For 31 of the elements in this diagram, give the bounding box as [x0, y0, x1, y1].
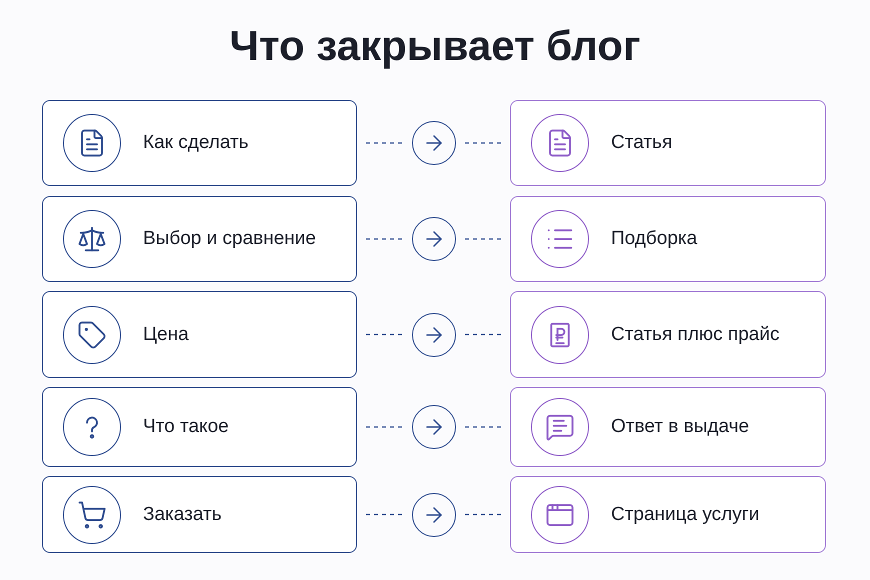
- dashed-connector: [465, 426, 501, 428]
- card-label: Страница услуги: [611, 502, 760, 526]
- query-card: [42, 476, 357, 553]
- dashed-connector: [366, 514, 403, 516]
- dashed-connector: [465, 238, 501, 240]
- format-card: [510, 100, 826, 186]
- dashed-connector: [366, 238, 403, 240]
- dashed-connector: [465, 334, 501, 336]
- format-card: [510, 387, 826, 467]
- card-label: Ответ в выдаче: [611, 415, 750, 439]
- card-label: Подборка: [611, 227, 698, 251]
- dashed-connector: [366, 426, 403, 428]
- card-label: Статья плюс прайс: [611, 322, 780, 346]
- dashed-connector: [366, 142, 403, 144]
- format-card: [510, 291, 826, 378]
- dashed-connector: [366, 334, 403, 336]
- card-label: Как сделать: [143, 131, 249, 155]
- query-card: [42, 100, 357, 186]
- card-label: Статья: [611, 131, 672, 155]
- dashed-connector: [465, 514, 501, 516]
- query-card: [42, 291, 357, 378]
- card-label: Цена: [143, 322, 189, 346]
- query-card: [42, 387, 357, 467]
- card-label: Выбор и сравнение: [143, 227, 316, 251]
- title: Что закрывает блог: [228, 22, 642, 70]
- query-card: [42, 196, 357, 282]
- format-card: [510, 196, 826, 282]
- card-label: Заказать: [143, 502, 222, 526]
- card-label: Что такое: [143, 415, 229, 439]
- dashed-connector: [465, 142, 501, 144]
- format-card: [510, 476, 826, 553]
